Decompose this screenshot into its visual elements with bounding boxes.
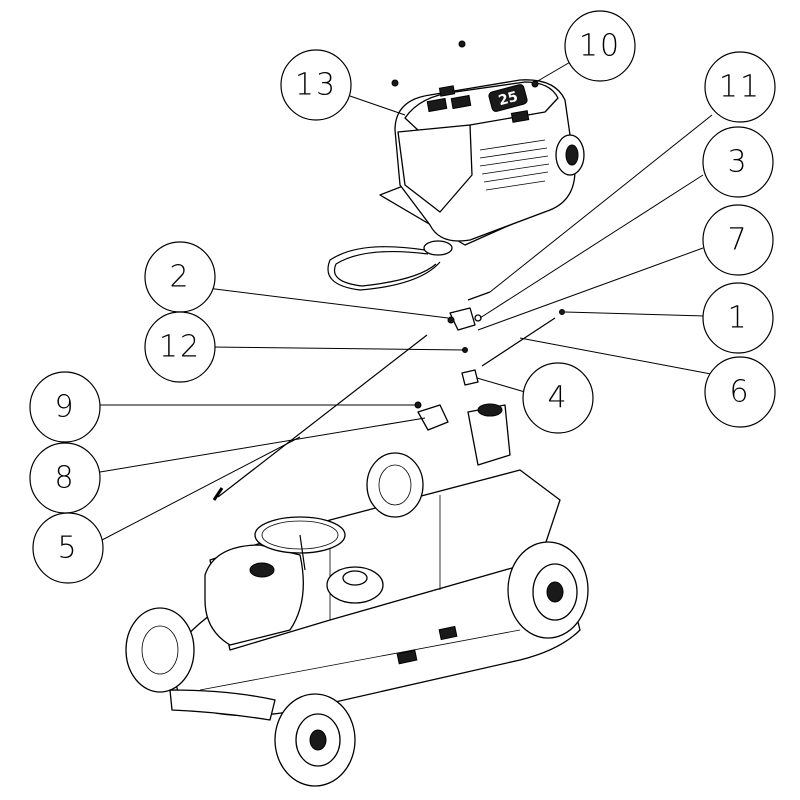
front-left-wheel [125, 607, 195, 693]
callout-label: 11 [719, 70, 761, 105]
rear-left-wheel [366, 452, 424, 518]
callout-label: 1 [727, 301, 748, 336]
callout-8: 8 [29, 442, 101, 514]
rear-right-wheel [507, 541, 589, 639]
callout-7: 7 [702, 204, 774, 276]
callout-1: 1 [702, 282, 774, 354]
callout-label: 10 [579, 29, 621, 64]
mower-body [125, 403, 589, 787]
callout-5: 5 [32, 512, 104, 584]
linkage-parts [212, 291, 565, 501]
callouts: 1 2 3 4 5 6 7 8 [29, 10, 776, 584]
callout-label: 3 [727, 145, 748, 180]
engine-badge-label: 25 [497, 89, 520, 109]
callout-10: 10 [564, 10, 636, 82]
front-right-wheel [274, 693, 356, 787]
callout-label: 5 [57, 531, 78, 566]
callout-label: 9 [54, 390, 75, 425]
callout-12: 12 [144, 311, 216, 383]
callout-13: 13 [280, 49, 352, 121]
leader-lines [98, 60, 713, 541]
callout-11: 11 [704, 51, 776, 123]
callout-label: 7 [727, 223, 748, 258]
callout-label: 6 [729, 375, 750, 410]
callout-3: 3 [702, 126, 774, 198]
callout-label: 4 [547, 381, 568, 416]
callout-6: 6 [704, 356, 776, 428]
callout-9: 9 [29, 371, 101, 443]
callout-2: 2 [144, 241, 216, 313]
callout-label: 8 [54, 461, 75, 496]
engine-assembly: 25 [327, 40, 585, 291]
callout-label: 2 [169, 260, 190, 295]
callout-label: 13 [295, 68, 337, 103]
callout-label: 12 [159, 330, 201, 365]
callout-4: 4 [522, 362, 594, 434]
